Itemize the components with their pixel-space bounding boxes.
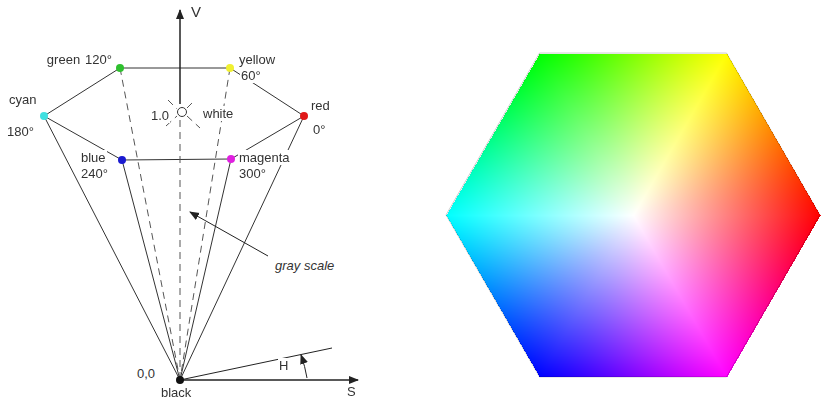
- magenta-dot: [227, 155, 235, 163]
- label-text: 0,0: [136, 366, 156, 381]
- label-text: black: [160, 385, 192, 400]
- yellow-dot: [226, 64, 234, 72]
- hexagon-outline: [44, 68, 304, 160]
- label-text: 60°: [240, 68, 262, 83]
- h-arc: [301, 355, 307, 378]
- label-text: yellow: [238, 52, 276, 67]
- black-dot: [176, 376, 184, 384]
- white-cross: [187, 100, 195, 108]
- v-axis: [179, 10, 181, 104]
- leader-line: [190, 212, 268, 256]
- cone-edge: [180, 159, 231, 380]
- red-dot: [300, 112, 308, 120]
- s-axis: [180, 379, 358, 381]
- white-cross: [187, 116, 200, 128]
- label-text: red: [310, 98, 331, 113]
- hidden-edge: [120, 68, 180, 380]
- label-text: 240°: [80, 166, 109, 181]
- label-text: green: [46, 52, 81, 67]
- gray-axis: [180, 120, 181, 378]
- green-dot: [116, 64, 124, 72]
- label-text: 1.0: [150, 108, 170, 123]
- cone-edge: [122, 160, 180, 380]
- label-text: white: [202, 106, 234, 121]
- label-text: 120°: [84, 52, 113, 67]
- label-text: gray scale: [274, 258, 335, 273]
- cyan-dot: [40, 112, 48, 120]
- label-text: S: [346, 384, 357, 399]
- cone-edge: [44, 116, 180, 380]
- label-text: 180°: [6, 124, 35, 139]
- h-ray: [180, 348, 332, 380]
- label-text: 0°: [312, 122, 326, 137]
- label-text: H: [278, 358, 289, 373]
- label-text: cyan: [8, 92, 37, 107]
- blue-dot: [118, 156, 126, 164]
- label-text: 300°: [238, 166, 267, 181]
- label-text: blue: [80, 150, 107, 165]
- white-dot: [178, 108, 187, 117]
- label-text: magenta: [238, 150, 291, 165]
- cone-edge: [180, 116, 304, 380]
- label-text: V: [190, 4, 202, 19]
